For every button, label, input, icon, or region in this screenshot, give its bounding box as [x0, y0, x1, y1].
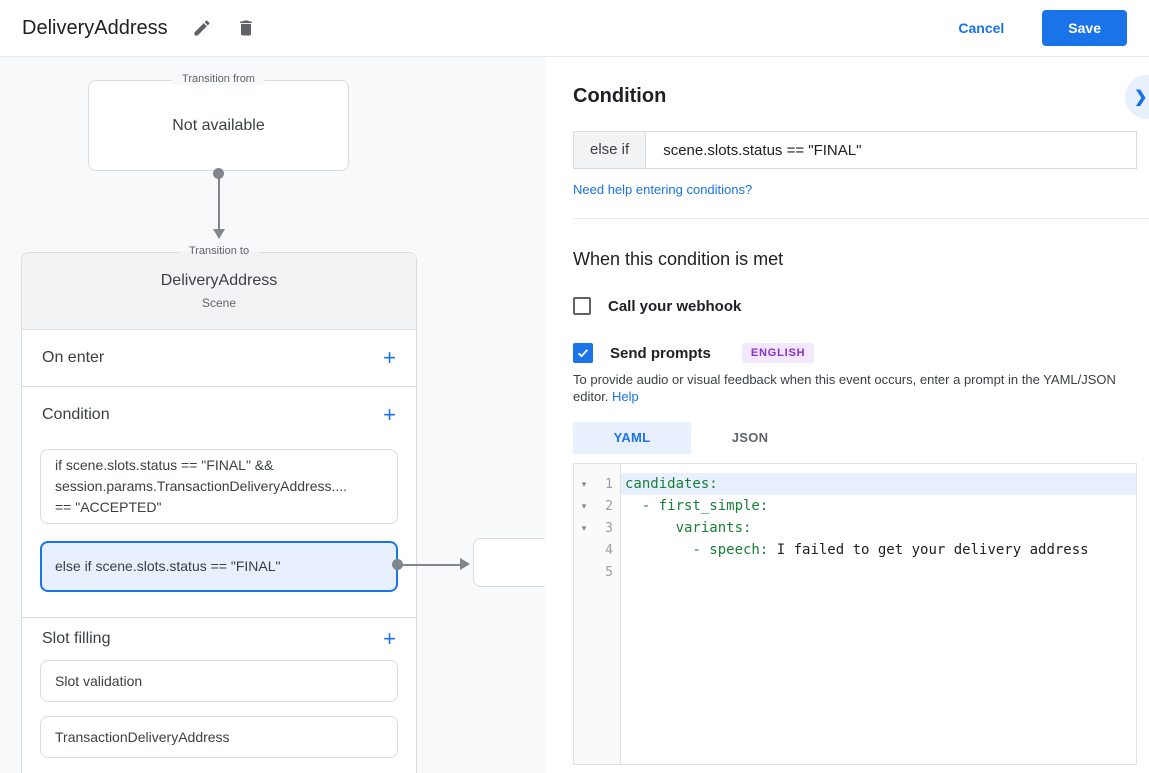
prompt-description: To provide audio or visual feedback when…: [573, 372, 1129, 405]
editor-code-area[interactable]: candidates: - first_simple: variants: - …: [621, 464, 1136, 764]
code-line: - first_simple:: [625, 498, 769, 514]
code-line: [621, 561, 1136, 583]
delete-icon[interactable]: [234, 16, 258, 40]
cancel-button[interactable]: Cancel: [958, 20, 1005, 36]
check-icon: [577, 349, 589, 358]
fold-arrow-icon[interactable]: ▾: [581, 478, 587, 489]
condition-item-line: if scene.slots.status == "FINAL" &&: [55, 457, 274, 473]
condition-item-selected[interactable]: else if scene.slots.status == "FINAL": [40, 541, 398, 592]
scene-name: DeliveryAddress: [160, 272, 278, 289]
connector-line: [218, 174, 220, 230]
line-number: 2: [605, 498, 613, 514]
prompt-description-text: To provide audio or visual feedback when…: [573, 372, 1116, 404]
tab-yaml[interactable]: YAML: [573, 422, 691, 454]
conditions-help-link[interactable]: Need help entering conditions?: [573, 182, 753, 197]
condition-item[interactable]: if scene.slots.status == "FINAL" && sess…: [40, 449, 398, 524]
connector-dot: [213, 168, 224, 179]
scene-type-label: Scene: [201, 296, 237, 310]
on-enter-section[interactable]: On enter +: [22, 330, 416, 386]
section-divider: [573, 218, 1149, 219]
yaml-code-editor: ▾ 1 ▾ 2 ▾ 3 4 5: [573, 463, 1137, 765]
add-icon[interactable]: +: [383, 626, 396, 651]
chevron-right-icon: ❯: [1134, 89, 1148, 106]
fold-arrow-icon[interactable]: ▾: [581, 522, 587, 533]
send-prompts-checkbox[interactable]: [573, 343, 593, 363]
connector-arrowhead: [460, 558, 470, 570]
language-badge: ENGLISH: [741, 343, 815, 363]
scene-card-header: DeliveryAddress Scene: [22, 253, 416, 330]
code-line: - speech: I failed to get your delivery …: [625, 542, 1089, 558]
on-enter-label: On enter: [42, 349, 105, 366]
condition-label: Condition: [42, 406, 110, 423]
condition-operator: else if: [573, 131, 647, 169]
webhook-row: Call your webhook: [573, 297, 1149, 315]
scene-diagram-panel: Transition from Not available Transition…: [0, 57, 545, 773]
webhook-label: Call your webhook: [608, 297, 742, 315]
webhook-checkbox[interactable]: [573, 297, 591, 315]
editor-gutter: ▾ 1 ▾ 2 ▾ 3 4 5: [574, 464, 621, 764]
line-number: 4: [605, 542, 613, 558]
slot-filling-label: Slot filling: [42, 630, 111, 647]
condition-editor-panel: ❯ Condition else if Need help entering c…: [545, 57, 1149, 773]
condition-item-line: else if scene.slots.status == "FINAL": [55, 558, 281, 574]
line-number: 3: [605, 520, 613, 536]
fold-arrow-icon[interactable]: ▾: [581, 500, 587, 511]
condition-expression-row: else if: [573, 131, 1137, 169]
transition-to-legend: Transition to: [178, 245, 260, 257]
panel-title: Condition: [573, 85, 667, 107]
tab-json[interactable]: JSON: [731, 430, 769, 445]
slot-item[interactable]: Slot validation: [40, 660, 398, 702]
slot-filling-section[interactable]: Slot filling +: [22, 618, 416, 660]
code-line: candidates:: [621, 473, 1136, 495]
condition-expression-input[interactable]: [646, 131, 1137, 169]
help-link[interactable]: Help: [612, 388, 639, 404]
condition-section[interactable]: Condition +: [22, 387, 416, 443]
slot-item[interactable]: TransactionDeliveryAddress: [40, 716, 398, 758]
collapse-panel-button[interactable]: ❯: [1125, 75, 1149, 119]
page-title: DeliveryAddress: [22, 16, 168, 39]
add-icon[interactable]: +: [383, 345, 396, 370]
line-number: 5: [605, 564, 613, 580]
send-prompts-label: Send prompts: [610, 344, 711, 362]
when-met-title: When this condition is met: [573, 249, 784, 269]
condition-item-line: == "ACCEPTED": [55, 499, 162, 515]
transition-to-card: Transition to DeliveryAddress Scene On e…: [21, 245, 417, 773]
connector-dot: [392, 559, 403, 570]
transition-target-node[interactable]: [473, 538, 545, 587]
line-number: 1: [605, 476, 613, 492]
add-icon[interactable]: +: [383, 402, 396, 427]
save-button[interactable]: Save: [1042, 10, 1127, 46]
transition-from-legend: Transition from: [172, 73, 265, 85]
code-line: variants:: [625, 520, 752, 536]
transition-from-status: Not available: [172, 116, 265, 134]
transition-from-node: Transition from Not available: [88, 73, 349, 171]
send-prompts-row: Send prompts ENGLISH: [573, 343, 1149, 363]
connector-arrowhead: [213, 229, 225, 239]
top-bar: DeliveryAddress Cancel Save: [0, 0, 1149, 57]
connector-line: [400, 564, 460, 566]
edit-icon[interactable]: [190, 16, 214, 40]
condition-item-line: session.params.TransactionDeliveryAddres…: [55, 478, 348, 494]
editor-tabs: YAML JSON: [573, 422, 1149, 454]
